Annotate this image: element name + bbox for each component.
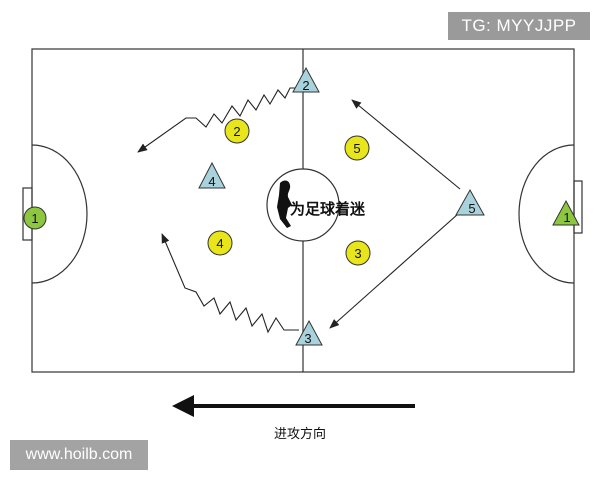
triangle-players: 2 4 5 3 1 [198, 66, 580, 346]
triangle-player-number: 5 [468, 201, 475, 216]
movement-arrows [137, 87, 461, 334]
attack-direction-label: 进攻方向 [273, 427, 326, 442]
circle-player-number: 4 [216, 236, 223, 251]
triangle-player-number: 1 [563, 210, 570, 225]
triangle-player: 5 [455, 188, 485, 216]
player-silhouette [277, 180, 292, 228]
triangle-player: 3 [295, 319, 323, 346]
circle-player: 4 [207, 230, 233, 256]
watermark-top: TG: MYYJJPP [448, 12, 590, 40]
zigzag-run-arrow-upper [137, 87, 299, 153]
attack-direction-arrow [172, 395, 415, 417]
right-goal [573, 180, 583, 234]
circle-player-number: 2 [233, 124, 240, 139]
right-penalty-arc [518, 144, 575, 284]
circle-player: 1 [23, 206, 47, 230]
circle-player: 2 [224, 118, 250, 144]
center-logo: 为足球着迷 [266, 168, 366, 242]
triangle-player: 1 [552, 199, 580, 226]
zigzag-run-arrow-lower [161, 233, 299, 334]
circle-players: 1 2 5 4 3 [23, 118, 371, 266]
left-penalty-arc [31, 144, 88, 284]
circle-player-number: 1 [31, 211, 38, 226]
triangle-player-number: 2 [302, 78, 309, 93]
triangle-player: 4 [198, 161, 226, 189]
circle-player-number: 3 [354, 246, 361, 261]
triangle-player-number: 4 [208, 174, 215, 189]
pass-arrow-upper [351, 99, 461, 190]
triangle-player: 2 [292, 66, 320, 93]
circle-player-number: 5 [353, 141, 360, 156]
logo-text: 为足球着迷 [290, 200, 366, 218]
watermark-bottom: www.hoilb.com [10, 440, 148, 470]
circle-player: 3 [345, 240, 371, 266]
circle-player: 5 [344, 135, 370, 161]
triangle-player-number: 3 [304, 331, 311, 346]
pass-arrow-lower [329, 213, 459, 329]
